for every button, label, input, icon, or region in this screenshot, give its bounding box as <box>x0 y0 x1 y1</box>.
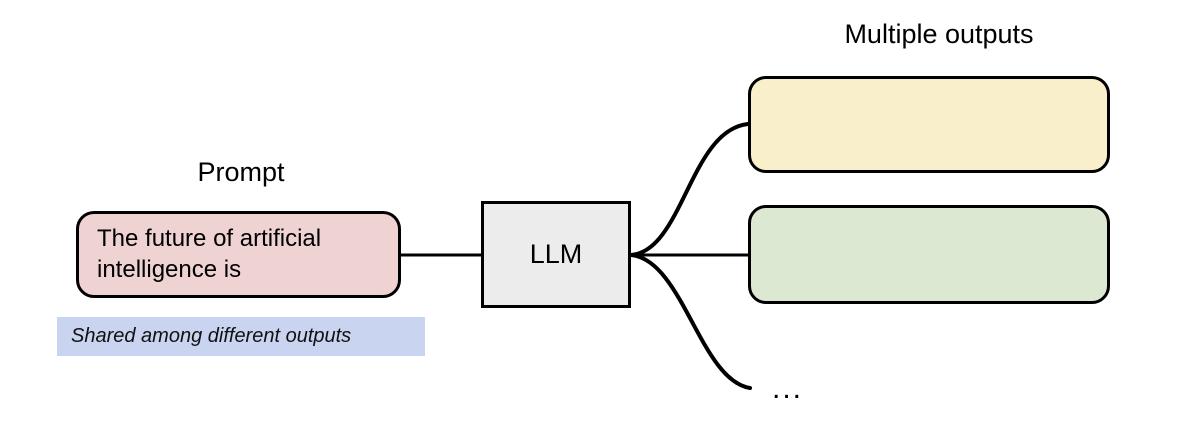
multiple-outputs-label: Multiple outputs <box>844 19 1034 49</box>
shared-prompt-annotation-text: Shared among different outputs <box>71 325 352 347</box>
edge-llm-to-more-outputs <box>629 253 752 390</box>
prompt-box-text: The future of artificial intelligence is <box>97 224 322 283</box>
shared-prompt-annotation: Shared among different outputs <box>57 317 425 356</box>
more-outputs-ellipsis: ... <box>772 372 804 405</box>
edge-llm-to-output-1 <box>629 122 750 257</box>
llm-box[interactable]: LLM <box>481 201 631 308</box>
output-box-2[interactable] <box>748 205 1110 304</box>
llm-box-text: LLM <box>529 239 583 269</box>
prompt-box[interactable]: The future of artificial intelligence is <box>76 211 401 298</box>
prompt-label: Prompt <box>197 157 285 187</box>
output-box-1[interactable] <box>748 76 1110 173</box>
